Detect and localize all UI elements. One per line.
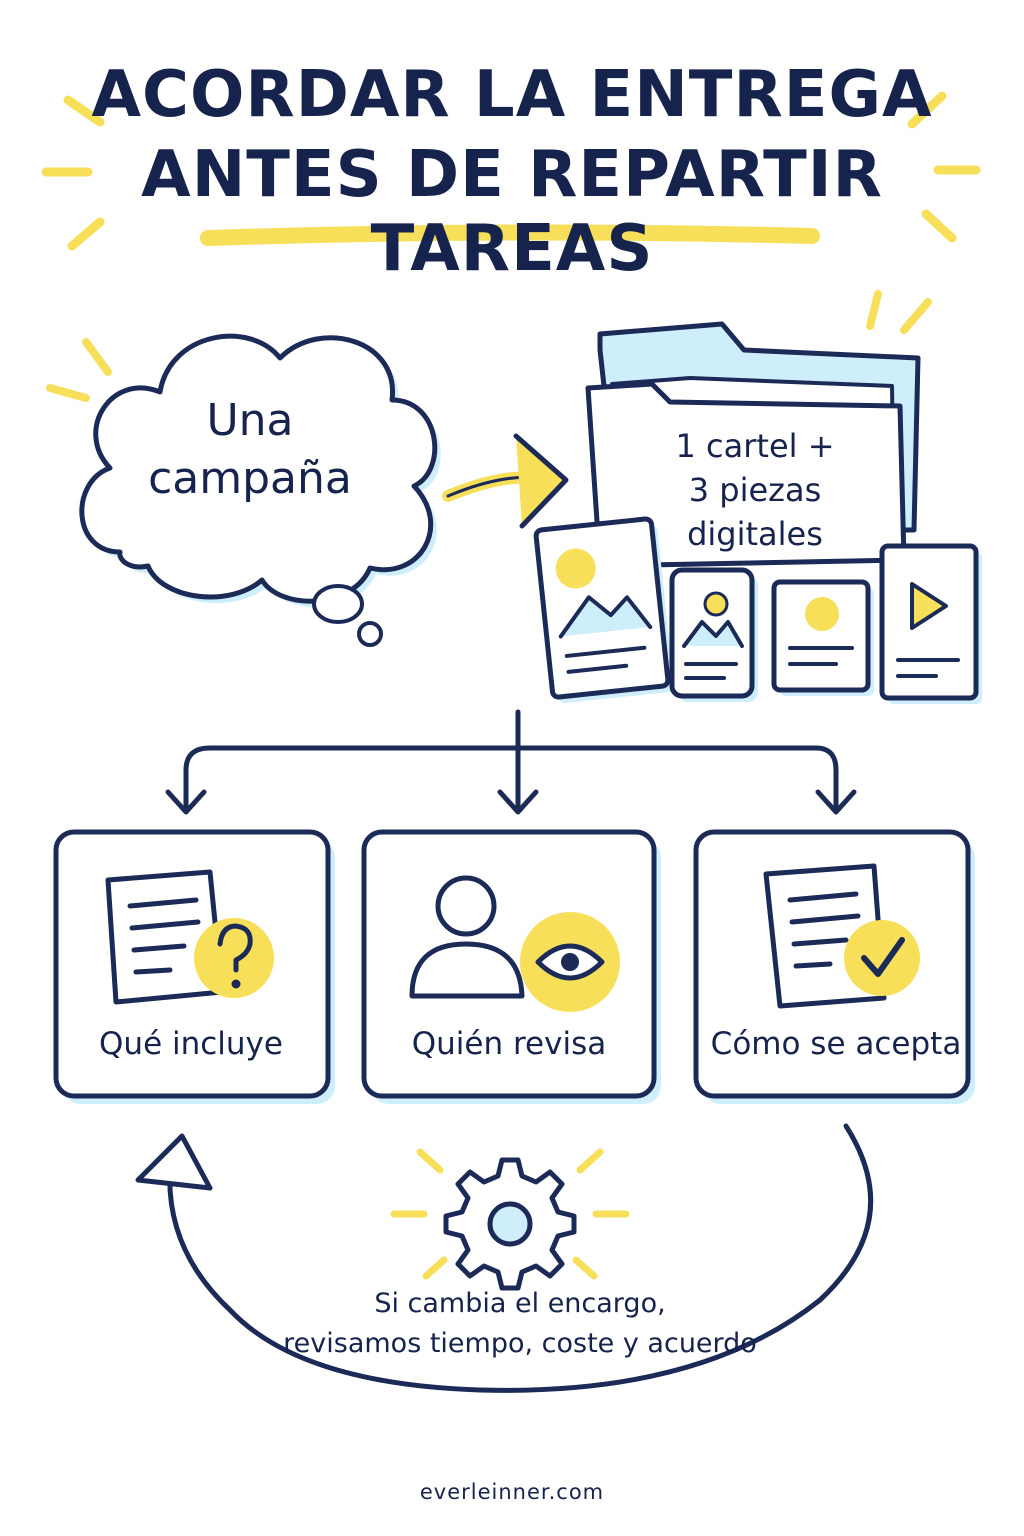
box-como-se-acepta [693, 829, 975, 1104]
gear-icon [390, 1148, 630, 1291]
deliverable-line-1: 1 cartel + [675, 427, 835, 465]
person-eye-icon [409, 875, 620, 1012]
document-question-icon [105, 869, 274, 1005]
box-que-incluye [53, 829, 335, 1104]
title-line-2: ANTES DE REPARTIR TAREAS [141, 138, 883, 286]
box-label-quien-revisa: Quién revisa [411, 1026, 607, 1062]
loop-arrow [135, 1123, 874, 1393]
deliverable-text: 1 cartel + 3 piezas digitales [640, 424, 870, 556]
box-quien-revisa [361, 829, 661, 1104]
footer-url[interactable]: everleinner.com [419, 1480, 605, 1504]
deliverable-line-2: 3 piezas [688, 471, 822, 509]
loop-note-line-2: revisamos tiempo, coste y acuerdo [283, 1328, 757, 1359]
loop-note: Si cambia el encargo, revisamos tiempo, … [230, 1284, 810, 1364]
cloud-sparkles [46, 338, 112, 402]
title-line-1: ACORDAR LA ENTREGA [91, 58, 933, 132]
cloud-text: Una campaña [120, 392, 380, 508]
card-poster [533, 516, 674, 704]
card-banner [771, 579, 874, 696]
document-check-icon [763, 863, 920, 1009]
folder-sparkles [866, 290, 932, 334]
box-label-que-incluye: Qué incluye [99, 1026, 283, 1062]
cloud-text-line-1: Una [206, 395, 294, 446]
title-underline [200, 224, 820, 246]
loop-note-line-1: Si cambia el encargo, [374, 1288, 666, 1319]
arrow-cloud-to-folder [442, 433, 569, 529]
card-phone [669, 567, 758, 702]
branch-arrows [165, 709, 857, 815]
deliverable-line-3: digitales [687, 515, 823, 553]
title-sparkles [41, 91, 981, 251]
thought-cloud [79, 333, 441, 647]
card-video [879, 543, 982, 704]
box-label-como-se-acepta: Cómo se acepta [710, 1026, 962, 1062]
folder-icon [585, 321, 921, 569]
cloud-text-line-2: campaña [148, 453, 352, 504]
